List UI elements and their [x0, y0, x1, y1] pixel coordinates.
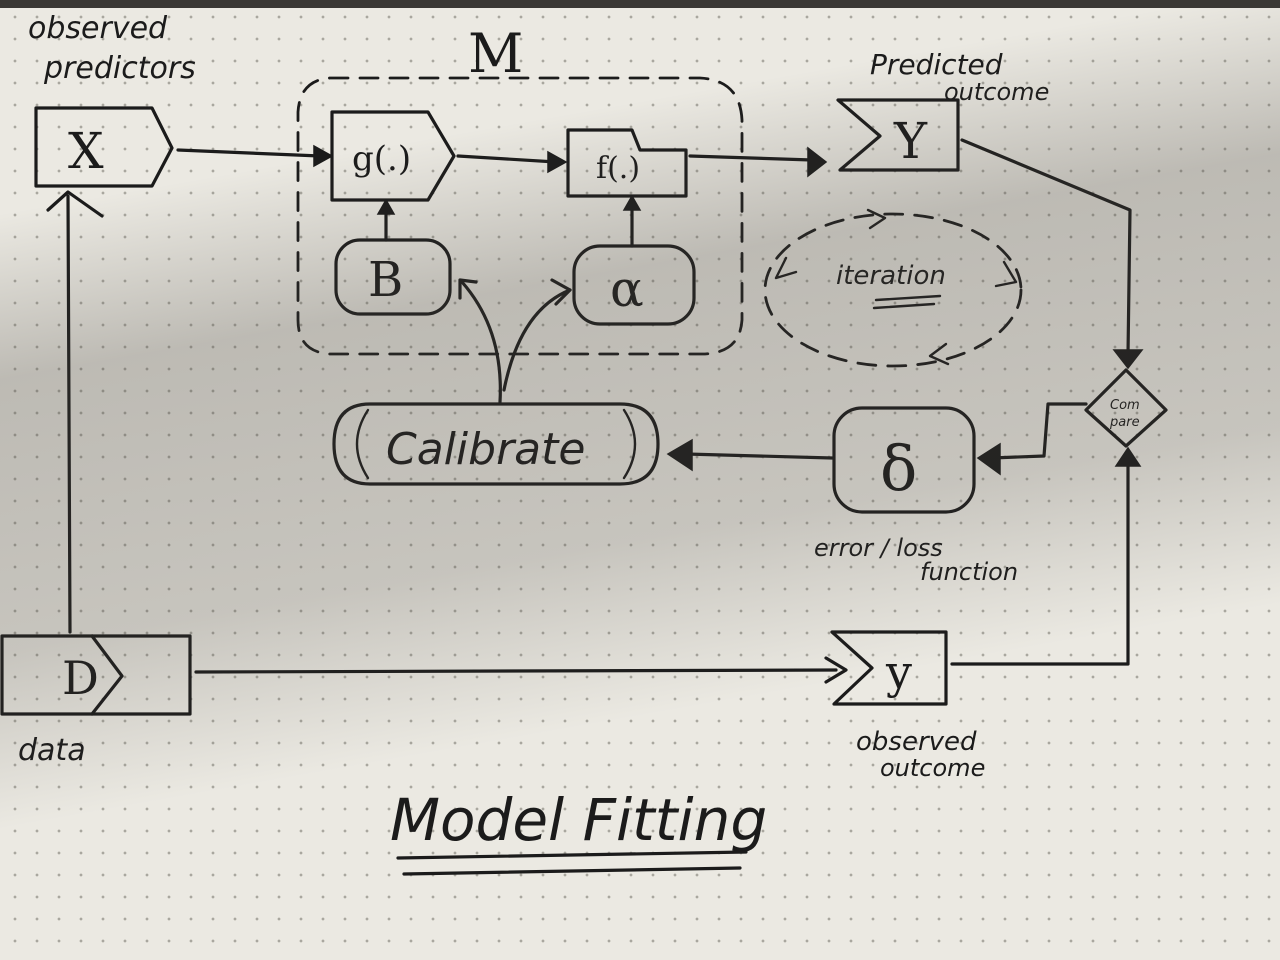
edge-y-to-compare: [960, 138, 1132, 356]
y-pred-caption-line1: Predicted: [870, 48, 1003, 81]
b-node-shape: [334, 238, 452, 316]
f-node-symbol: f(.): [596, 151, 640, 186]
x-caption-line2: predictors: [43, 51, 196, 86]
iteration-arrowhead-bottom: [928, 342, 950, 366]
alpha-node-symbol: α: [610, 260, 644, 318]
x-caption-line1: observed: [28, 11, 168, 46]
x-node-shape: [34, 106, 174, 188]
edge-compare-to-delta-arrowhead: [976, 442, 1001, 476]
edge-b-to-g-arrowhead: [376, 198, 396, 215]
calibrate-label: Calibrate: [386, 424, 585, 475]
g-node-symbol: g(.): [352, 139, 411, 179]
y-obs-caption-line1: observed: [856, 727, 977, 757]
edge-g-to-f: [456, 154, 558, 164]
edge-x-to-g: [176, 148, 322, 158]
edge-delta-to-calibrate-arrowhead: [666, 438, 693, 472]
edge-d-to-y: [194, 668, 838, 674]
edge-g-to-f-arrowhead: [547, 150, 568, 174]
y-obs-node-shape: [830, 630, 948, 706]
delta-caption-line2: function: [920, 558, 1018, 586]
edge-compare-to-delta: [990, 402, 1088, 460]
compare-diamond: [1084, 368, 1168, 448]
edge-yobs-to-compare-arrowhead: [1114, 446, 1142, 467]
y-pred-caption-line2: outcome: [944, 78, 1049, 106]
edge-f-to-y-arrowhead: [807, 146, 828, 178]
calibrate-node-shape: [332, 402, 660, 486]
edge-f-to-y: [688, 154, 814, 162]
iteration-loop: [763, 212, 1023, 368]
iteration-label: iteration: [836, 261, 946, 291]
delta-node-symbol: δ: [880, 432, 917, 505]
edge-d-to-x: [66, 194, 72, 634]
y-pred-node-shape: [836, 98, 960, 172]
edge-yobs-to-compare: [950, 460, 1130, 666]
calibrate-node-inner-left: [355, 408, 370, 480]
delta-node-shape: [832, 406, 976, 514]
edge-y-to-compare-arrowhead: [1112, 349, 1144, 370]
iteration-arrowhead-top: [866, 208, 887, 230]
title-underline: [396, 850, 748, 876]
b-node-symbol: B: [368, 252, 403, 308]
model-container-border: [296, 76, 744, 356]
alpha-node-shape: [572, 244, 696, 326]
d-node-shape: [0, 634, 192, 716]
f-node-shape: [566, 128, 688, 198]
g-node-shape: [330, 110, 456, 202]
edge-delta-to-calibrate: [684, 452, 834, 460]
edge-d-to-y-arrowhead: [824, 656, 848, 684]
edge-alpha-to-f-arrowhead: [622, 194, 642, 211]
y-pred-node-symbol: Y: [893, 112, 928, 170]
d-caption: data: [18, 733, 86, 768]
compare-label-line1: Com: [1110, 398, 1140, 413]
calibrate-node-inner-right: [622, 408, 637, 480]
delta-caption-line1: error / loss: [814, 534, 943, 562]
edge-x-to-g-arrowhead: [313, 144, 334, 168]
edge-d-to-x-arrowhead: [46, 190, 104, 218]
d-node-symbol: D: [62, 651, 99, 705]
iteration-arrowhead-right: [994, 260, 1018, 288]
model-label: M: [468, 22, 523, 85]
edge-calibrate-to-alpha: [502, 288, 572, 392]
edge-calibrate-to-b: [460, 280, 502, 404]
x-node-symbol: X: [68, 122, 104, 180]
edge-calibrate-to-alpha-arrowhead: [550, 278, 572, 306]
iteration-underline: [872, 294, 942, 310]
iteration-arrowhead-left: [774, 256, 798, 280]
compare-label-line2: pare: [1109, 415, 1140, 430]
page-edge: [0, 0, 1280, 8]
edge-calibrate-to-b-arrowhead: [458, 278, 478, 300]
y-obs-caption-line2: outcome: [880, 754, 985, 782]
diagram-title: Model Fitting: [390, 786, 767, 854]
d-node-chevron: [90, 634, 124, 716]
y-obs-node-symbol: y: [885, 645, 912, 699]
